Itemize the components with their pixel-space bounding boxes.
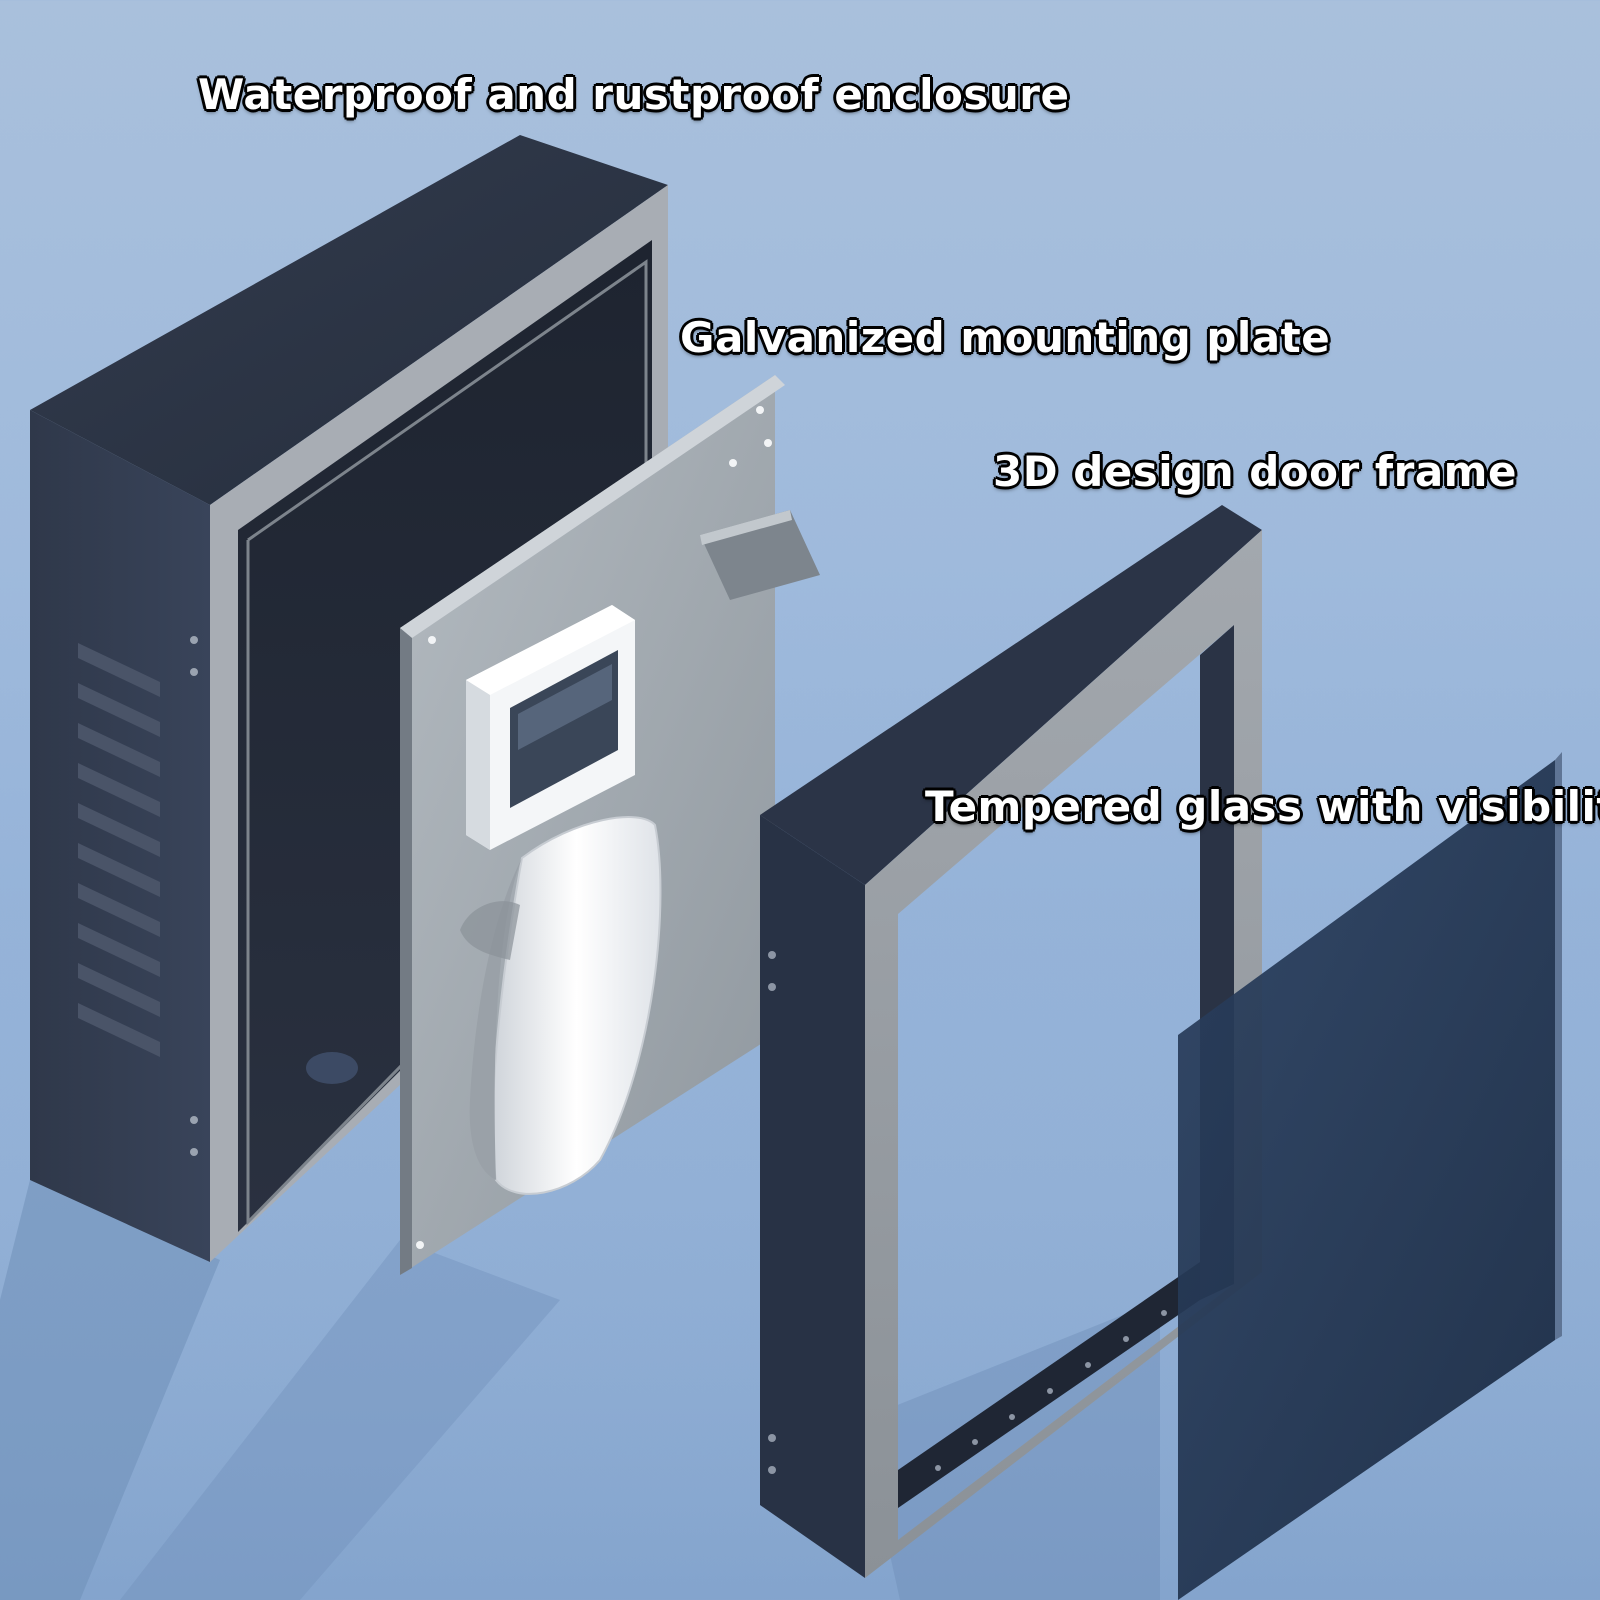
cable-knockout: [306, 1052, 358, 1084]
frame-bottom-rail: [898, 1262, 1200, 1508]
enclosure-screws: [190, 636, 198, 1156]
frame-side-holes: [768, 951, 776, 1474]
meter-device-icon: [460, 816, 662, 1195]
frame-front: [865, 530, 1262, 1578]
frame-rail-holes: [935, 1310, 1167, 1471]
frame-top: [760, 505, 1262, 885]
plate-holes: [416, 406, 772, 1249]
glass-panel: [1178, 760, 1555, 1600]
callout-mounting-plate: Galvanized mounting plate: [680, 313, 1331, 362]
plate-edge: [400, 628, 412, 1275]
callout-glass: Tempered glass with visibility: [925, 782, 1600, 831]
plate-flange: [400, 375, 785, 638]
enclosure-shadow: [0, 1180, 220, 1600]
callout-enclosure: Waterproof and rustproof enclosure: [198, 70, 1070, 119]
callout-door-frame: 3D design door frame: [993, 447, 1517, 496]
glass-pane-icon: [1178, 752, 1562, 1600]
plate-shadow: [120, 1240, 560, 1600]
breaker-box-icon: [466, 605, 635, 850]
mounting-plate-icon: [400, 375, 820, 1275]
enclosure-top: [30, 135, 668, 505]
frame-side: [760, 815, 865, 1578]
glass-edge: [1555, 752, 1562, 1340]
plate-bracket-top: [700, 510, 792, 545]
door-frame-icon: [760, 505, 1262, 1578]
enclosure-vents: [78, 643, 160, 1057]
